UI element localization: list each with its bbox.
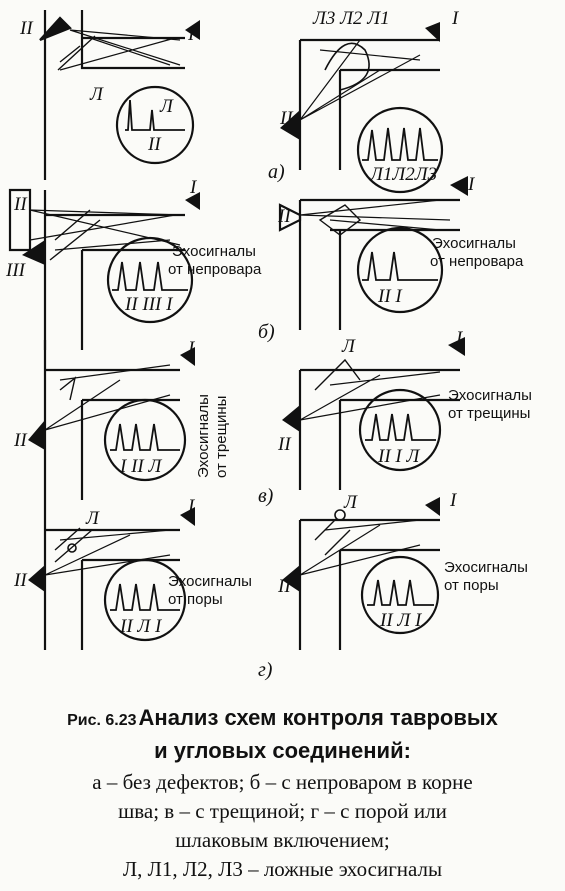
scope-a1	[115, 85, 195, 165]
caption-line3: шлаковым включением;	[175, 828, 390, 852]
probe-I-a1: I	[187, 24, 196, 45]
probe-I-v1: I	[187, 338, 196, 359]
scope-b2-labels: II I	[377, 286, 403, 307]
subfig-a: а)	[268, 161, 285, 183]
label-L-v2: Л	[341, 336, 356, 357]
label-L-g2: Л	[343, 492, 358, 513]
scope-a2	[356, 106, 444, 194]
label-L-a1: Л	[89, 84, 104, 105]
probe-II-g2: II	[277, 576, 292, 597]
probe-I-b2: I	[467, 174, 476, 195]
subfig-v: в)	[258, 485, 274, 507]
scheme-g-left	[28, 500, 195, 650]
scheme-g-right	[282, 497, 440, 650]
scope-a1-label-II: II	[147, 134, 162, 155]
caption-line4: Л, Л1, Л2, Л3 – ложные эхосигналы	[122, 857, 443, 881]
probe-I-g1: I	[187, 496, 196, 517]
echo-label-v1-line1: Эхосигналы	[195, 394, 212, 478]
scope-a1-label-L: Л	[159, 96, 174, 117]
probe-I-a2: I	[451, 8, 460, 29]
figure-number: Рис. 6.23	[67, 712, 137, 729]
echo-label-b2-line2: от непровара	[430, 253, 524, 270]
probe-I-g2: I	[449, 490, 458, 511]
scope-v1	[103, 398, 187, 482]
scope-b2	[356, 226, 444, 314]
scope-v1-labels: I II Л	[119, 456, 162, 477]
subfig-g: г)	[258, 659, 273, 681]
scope-v2	[358, 388, 442, 472]
caption-title-line1: Анализ схем контроля тавровых	[138, 705, 498, 730]
probe-II-v2: II	[277, 434, 292, 455]
scope-b1	[106, 236, 194, 324]
scheme-b-right	[278, 176, 468, 330]
probe-II-a1: II	[19, 18, 34, 39]
scope-a2-labels: Л1Л2Л3	[369, 164, 437, 185]
echo-label-g2-line2: от поры	[444, 577, 499, 594]
scope-g2	[360, 555, 440, 635]
echo-label-b1-line2: от непровара	[168, 261, 262, 278]
scope-b1-labels: II III I	[124, 294, 174, 315]
weld-inspection-figure: II I Л Л II Л3 Л2 Л1 I II Л1Л2Л3 а)	[5, 8, 532, 681]
scheme-a-right	[280, 22, 444, 194]
scope-v2-labels: II I Л	[377, 446, 420, 467]
scheme-a-left	[39, 10, 200, 180]
subfig-b: б)	[258, 321, 275, 343]
label-L-g1: Л	[85, 508, 100, 529]
probe-I-b1: I	[189, 177, 198, 198]
scope-g1	[103, 558, 187, 642]
probe-II-g1: II	[13, 570, 28, 591]
caption-line2: шва; в – с трещиной; г – с порой или	[118, 799, 447, 823]
labels-L321: Л3 Л2 Л1	[312, 8, 390, 29]
echo-label-v2-line1: Эхосигналы	[448, 387, 532, 404]
figure-caption-title: Рис. 6.23Анализ схем контроля тавровых и…	[0, 703, 565, 766]
scope-g1-labels: II Л I	[119, 616, 163, 637]
figure-caption-body: а – без дефектов; б – с непроваром в кор…	[0, 768, 565, 884]
echo-label-b2-line1: Эхосигналы	[432, 235, 516, 252]
echo-label-v2-line2: от трещины	[448, 405, 530, 422]
probe-III-b1: III	[5, 260, 27, 281]
probe-I-v2: I	[455, 328, 464, 349]
probe-II-a2: II	[279, 108, 294, 129]
echo-label-b1-line1: Эхосигналы	[172, 243, 256, 260]
scope-g2-labels: II Л I	[379, 610, 423, 631]
caption-title-line2: и угловых соединений:	[154, 738, 411, 763]
probe-II-b2: II	[277, 206, 292, 227]
probe-II-b1: II	[13, 194, 28, 215]
echo-label-g2-line1: Эхосигналы	[444, 559, 528, 576]
echo-label-v1-line2: от трещины	[213, 396, 230, 478]
echo-label-g1-line2: от поры	[168, 591, 223, 608]
echo-label-g1-line1: Эхосигналы	[168, 573, 252, 590]
scheme-b-left	[8, 188, 200, 350]
scheme-v-left	[28, 340, 195, 500]
caption-line1: а – без дефектов; б – с непроваром в кор…	[92, 770, 473, 794]
scheme-v-right	[282, 337, 465, 490]
probe-II-v1: II	[13, 430, 28, 451]
